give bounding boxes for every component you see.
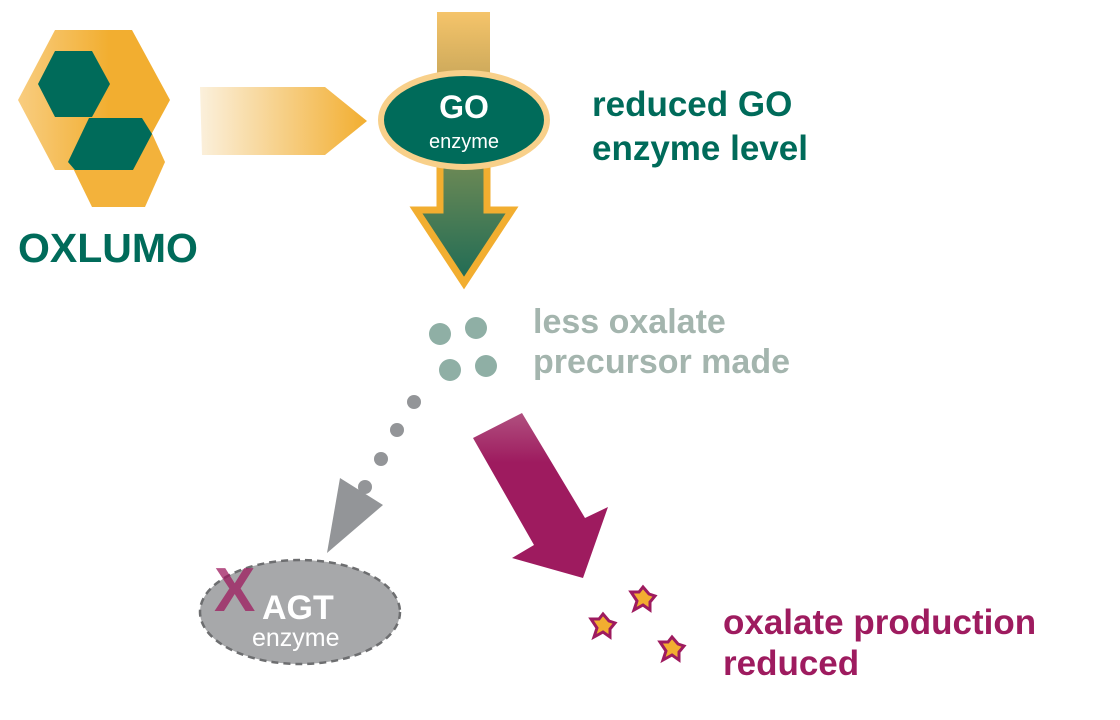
down-arrow [409, 156, 519, 290]
logo-name: OXLUMO [18, 225, 198, 271]
agt-enzyme-node: X AGT enzyme [198, 556, 402, 666]
go-enzyme-title: GO [439, 89, 489, 125]
dotted-gray-arrow [327, 395, 421, 553]
go-caption-line1: reduced GO [592, 85, 792, 124]
oxalate-caption-line2: reduced [723, 644, 859, 683]
horizontal-arrow [200, 87, 367, 155]
go-enzyme-node: GO enzyme [378, 70, 550, 170]
agt-enzyme-subtitle: enzyme [252, 624, 340, 652]
oxalate-caption-line1: oxalate production [723, 603, 1036, 642]
magenta-arrow [473, 413, 608, 578]
oxalate-crystal-icons [588, 584, 687, 664]
oxlumo-logo-icon [18, 30, 170, 207]
go-enzyme-subtitle: enzyme [429, 131, 499, 153]
precursor-caption-line1: less oxalate [533, 303, 726, 341]
agt-enzyme-title: AGT [262, 589, 334, 627]
precursor-caption-line2: precursor made [533, 343, 790, 381]
go-caption-line2: enzyme level [592, 129, 808, 168]
blocked-x-icon: X [214, 556, 255, 625]
precursor-dots [429, 317, 497, 381]
